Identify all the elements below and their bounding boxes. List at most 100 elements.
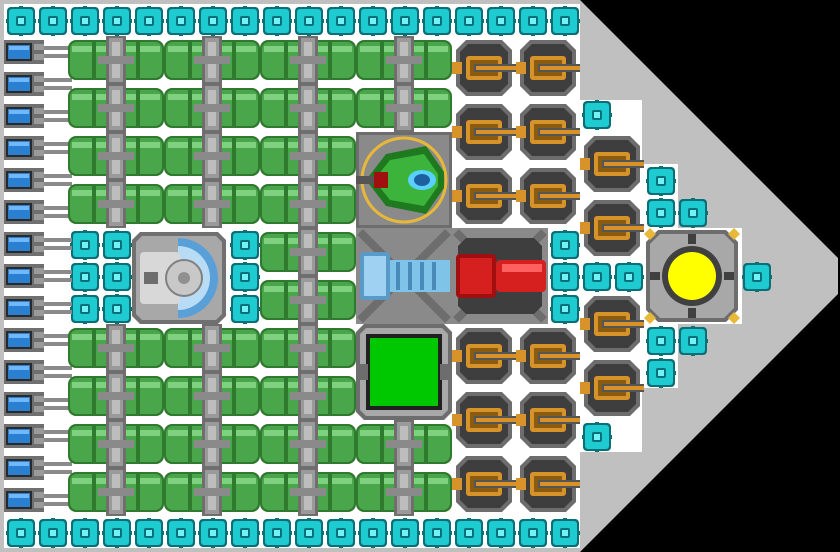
connector-block-icon[interactable] (358, 6, 388, 36)
green-fuel-tank-icon[interactable] (260, 420, 356, 468)
green-fuel-tank-icon[interactable] (68, 180, 164, 228)
connector-block-icon[interactable] (6, 518, 36, 548)
connector-block-icon[interactable] (646, 166, 676, 196)
orange-turret-icon[interactable] (580, 200, 644, 256)
connector-block-icon[interactable] (486, 6, 516, 36)
green-fuel-tank-icon[interactable] (260, 180, 356, 228)
connector-block-icon[interactable] (198, 6, 228, 36)
green-fuel-tank-icon[interactable] (68, 372, 164, 420)
green-fuel-tank-icon[interactable] (68, 324, 164, 372)
connector-block-icon[interactable] (422, 518, 452, 548)
green-fuel-tank-icon[interactable] (356, 468, 452, 516)
green-fuel-tank-icon[interactable] (164, 324, 260, 372)
orange-turret-icon[interactable] (580, 136, 644, 192)
connector-block-icon[interactable] (326, 518, 356, 548)
connector-block-icon[interactable] (390, 6, 420, 36)
connector-block-icon[interactable] (454, 518, 484, 548)
connector-block-icon[interactable] (646, 198, 676, 228)
green-fuel-tank-icon[interactable] (164, 372, 260, 420)
green-fuel-tank-icon[interactable] (260, 372, 356, 420)
connector-block-icon[interactable] (550, 294, 580, 324)
green-fuel-tank-icon[interactable] (260, 36, 356, 84)
connector-block-icon[interactable] (166, 518, 196, 548)
orange-turret-icon[interactable] (580, 360, 644, 416)
connector-block-icon[interactable] (582, 262, 612, 292)
green-fuel-tank-icon[interactable] (164, 180, 260, 228)
connector-block-icon[interactable] (294, 518, 324, 548)
connector-block-icon[interactable] (102, 294, 132, 324)
connector-block-icon[interactable] (646, 326, 676, 356)
connector-block-icon[interactable] (134, 518, 164, 548)
connector-block-icon[interactable] (550, 6, 580, 36)
connector-block-icon[interactable] (422, 6, 452, 36)
orange-turret-icon[interactable] (452, 40, 516, 96)
connector-block-icon[interactable] (70, 294, 100, 324)
connector-block-icon[interactable] (646, 358, 676, 388)
green-fuel-tank-icon[interactable] (68, 468, 164, 516)
connector-block-icon[interactable] (486, 518, 516, 548)
connector-block-icon[interactable] (70, 518, 100, 548)
green-fuel-tank-icon[interactable] (260, 276, 356, 324)
connector-block-icon[interactable] (518, 518, 548, 548)
connector-block-icon[interactable] (166, 6, 196, 36)
orange-turret-icon[interactable] (516, 328, 580, 384)
connector-block-icon[interactable] (550, 262, 580, 292)
connector-block-icon[interactable] (358, 518, 388, 548)
green-fuel-tank-icon[interactable] (356, 36, 452, 84)
connector-block-icon[interactable] (742, 262, 772, 292)
connector-block-icon[interactable] (614, 262, 644, 292)
connector-block-icon[interactable] (70, 6, 100, 36)
connector-block-icon[interactable] (390, 518, 420, 548)
green-fuel-tank-icon[interactable] (356, 420, 452, 468)
orange-turret-icon[interactable] (516, 392, 580, 448)
green-fuel-tank-icon[interactable] (260, 324, 356, 372)
green-fuel-tank-icon[interactable] (164, 420, 260, 468)
orange-turret-icon[interactable] (516, 104, 580, 160)
connector-block-icon[interactable] (198, 518, 228, 548)
connector-block-icon[interactable] (102, 230, 132, 260)
connector-block-icon[interactable] (518, 6, 548, 36)
green-fuel-tank-icon[interactable] (260, 228, 356, 276)
connector-block-icon[interactable] (6, 6, 36, 36)
connector-block-icon[interactable] (38, 6, 68, 36)
green-fuel-tank-icon[interactable] (260, 468, 356, 516)
green-fuel-tank-icon[interactable] (164, 468, 260, 516)
connector-block-icon[interactable] (70, 262, 100, 292)
connector-block-icon[interactable] (582, 100, 612, 130)
green-fuel-tank-icon[interactable] (68, 132, 164, 180)
connector-block-icon[interactable] (230, 518, 260, 548)
connector-block-icon[interactable] (550, 230, 580, 260)
orange-turret-icon[interactable] (580, 296, 644, 352)
connector-block-icon[interactable] (230, 6, 260, 36)
orange-turret-icon[interactable] (516, 40, 580, 96)
connector-block-icon[interactable] (262, 6, 292, 36)
green-fuel-tank-icon[interactable] (68, 84, 164, 132)
connector-block-icon[interactable] (102, 6, 132, 36)
connector-block-icon[interactable] (294, 6, 324, 36)
orange-turret-icon[interactable] (452, 456, 516, 512)
green-fuel-tank-icon[interactable] (356, 84, 452, 132)
connector-block-icon[interactable] (230, 230, 260, 260)
connector-block-icon[interactable] (678, 326, 708, 356)
connector-block-icon[interactable] (454, 6, 484, 36)
green-fuel-tank-icon[interactable] (68, 420, 164, 468)
orange-turret-icon[interactable] (452, 328, 516, 384)
connector-block-icon[interactable] (262, 518, 292, 548)
connector-block-icon[interactable] (550, 518, 580, 548)
orange-turret-icon[interactable] (452, 168, 516, 224)
connector-block-icon[interactable] (326, 6, 356, 36)
green-fuel-tank-icon[interactable] (68, 36, 164, 84)
orange-turret-icon[interactable] (452, 104, 516, 160)
connector-block-icon[interactable] (134, 6, 164, 36)
connector-block-icon[interactable] (582, 422, 612, 452)
connector-block-icon[interactable] (230, 262, 260, 292)
green-fuel-tank-icon[interactable] (164, 132, 260, 180)
connector-block-icon[interactable] (70, 230, 100, 260)
orange-turret-icon[interactable] (516, 168, 580, 224)
green-fuel-tank-icon[interactable] (164, 84, 260, 132)
connector-block-icon[interactable] (230, 294, 260, 324)
green-fuel-tank-icon[interactable] (164, 36, 260, 84)
connector-block-icon[interactable] (102, 262, 132, 292)
